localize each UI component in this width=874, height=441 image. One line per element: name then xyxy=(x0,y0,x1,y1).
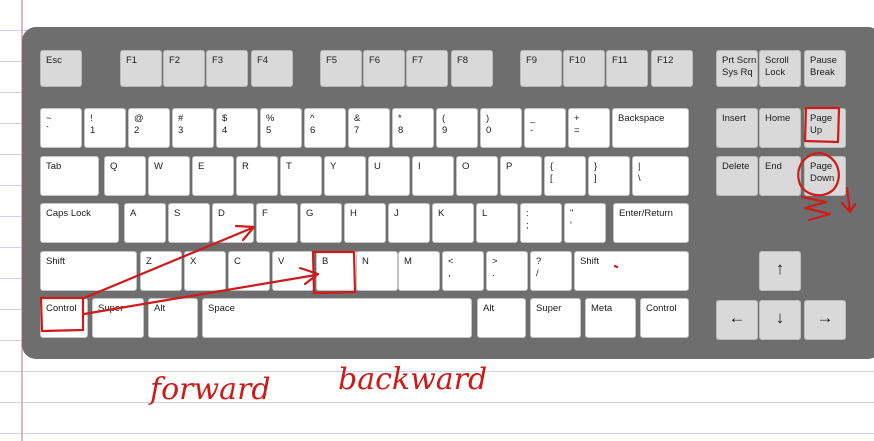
key-e: E xyxy=(192,156,234,196)
key-l: L xyxy=(476,203,518,243)
key-m: M xyxy=(398,251,440,291)
key-f11: F11 xyxy=(606,50,648,87)
key-f12: F12 xyxy=(651,50,693,87)
key-rshift: Shift xyxy=(574,251,689,291)
key-t: T xyxy=(280,156,322,196)
key-z: Z xyxy=(140,251,182,291)
key-equals: + = xyxy=(568,108,610,148)
key-ralt: Alt xyxy=(477,298,526,338)
key-k: K xyxy=(432,203,474,243)
key-up: ↑ xyxy=(759,251,801,291)
forward-label: forward xyxy=(150,372,271,407)
key-pause: Pause Break xyxy=(804,50,846,87)
key-0: ) 0 xyxy=(480,108,522,148)
key-f6: F6 xyxy=(363,50,405,87)
key-tilde: ~ ` xyxy=(40,108,82,148)
key-f5: F5 xyxy=(320,50,362,87)
key-3: # 3 xyxy=(172,108,214,148)
key-enter: Enter/Return xyxy=(613,203,689,243)
key-scroll: Scroll Lock xyxy=(759,50,801,87)
key-insert: Insert xyxy=(716,108,758,148)
key-delete: Delete xyxy=(716,156,758,196)
key-period: > . xyxy=(486,251,528,291)
key-esc: Esc xyxy=(40,50,82,87)
key-right: → xyxy=(804,300,846,340)
key-meta: Meta xyxy=(585,298,636,338)
key-backspace: Backspace xyxy=(612,108,689,148)
key-i: I xyxy=(412,156,454,196)
key-comma: < , xyxy=(442,251,484,291)
key-o: O xyxy=(456,156,498,196)
key-f: F xyxy=(256,203,298,243)
key-f1: F1 xyxy=(120,50,162,87)
key-9: ( 9 xyxy=(436,108,478,148)
key-y: Y xyxy=(324,156,366,196)
key-quote: " ' xyxy=(564,203,606,243)
key-down: ↓ xyxy=(759,300,801,340)
key-slash: ? / xyxy=(530,251,572,291)
key-h: H xyxy=(344,203,386,243)
key-c: C xyxy=(228,251,270,291)
key-end: End xyxy=(759,156,801,196)
key-g: G xyxy=(300,203,342,243)
key-left: ← xyxy=(716,300,758,340)
key-tab: Tab xyxy=(40,156,99,196)
key-8: * 8 xyxy=(392,108,434,148)
key-7: & 7 xyxy=(348,108,390,148)
key-f3: F3 xyxy=(206,50,248,87)
key-space: Space xyxy=(202,298,472,338)
key-pageup: Page Up xyxy=(804,108,846,148)
key-minus: _ - xyxy=(524,108,566,148)
key-6: ^ 6 xyxy=(304,108,346,148)
key-q: Q xyxy=(104,156,146,196)
key-lbrace: { [ xyxy=(544,156,586,196)
key-d: D xyxy=(212,203,254,243)
key-rbrace: } ] xyxy=(588,156,630,196)
key-f7: F7 xyxy=(406,50,448,87)
key-lshift: Shift xyxy=(40,251,137,291)
key-lsuper: Super xyxy=(92,298,144,338)
key-1: ! 1 xyxy=(84,108,126,148)
key-prtscn: Prt Scrn Sys Rq xyxy=(716,50,758,87)
key-home: Home xyxy=(759,108,801,148)
key-rsuper: Super xyxy=(530,298,581,338)
key-f10: F10 xyxy=(563,50,605,87)
backward-label: backward xyxy=(338,362,488,397)
key-n: N xyxy=(356,251,398,291)
key-5: % 5 xyxy=(260,108,302,148)
key-f2: F2 xyxy=(163,50,205,87)
key-lalt: Alt xyxy=(148,298,198,338)
key-4: $ 4 xyxy=(216,108,258,148)
key-r: R xyxy=(236,156,278,196)
key-f4: F4 xyxy=(251,50,293,87)
key-f8: F8 xyxy=(451,50,493,87)
key-capslock: Caps Lock xyxy=(40,203,119,243)
key-f9: F9 xyxy=(520,50,562,87)
key-b: B xyxy=(316,251,358,291)
key-pagedown: Page Down xyxy=(804,156,846,196)
key-a: A xyxy=(124,203,166,243)
key-2: @ 2 xyxy=(128,108,170,148)
key-lcontrol: Control xyxy=(40,298,88,338)
key-u: U xyxy=(368,156,410,196)
key-p: P xyxy=(500,156,542,196)
key-s: S xyxy=(168,203,210,243)
key-j: J xyxy=(388,203,430,243)
key-x: X xyxy=(184,251,226,291)
key-rcontrol: Control xyxy=(640,298,689,338)
key-v: V xyxy=(272,251,314,291)
key-semicolon: : ; xyxy=(520,203,562,243)
key-w: W xyxy=(148,156,190,196)
key-pipe: | \ xyxy=(632,156,689,196)
